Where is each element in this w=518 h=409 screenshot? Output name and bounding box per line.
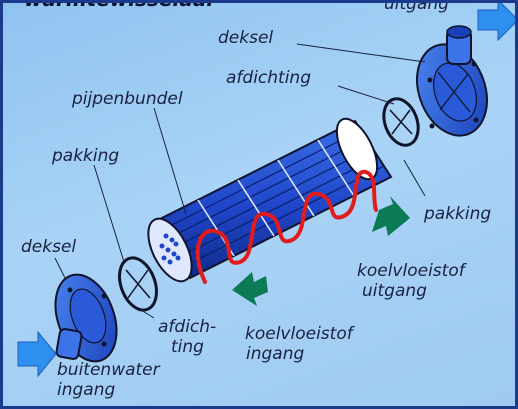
label-koelvloeistof-uitgang-line2: uitgang: [362, 282, 427, 301]
title-fragment: warmtewisselaar: [24, 0, 217, 11]
bottom-cover: [44, 266, 127, 370]
label-buitenwater-line1: buitenwater: [57, 361, 160, 380]
bottom-gasket: [113, 253, 163, 315]
label-koelvloeistof-ingang-line2: ingang: [246, 345, 304, 364]
label-pakking-left: pakking: [52, 147, 119, 166]
label-pakking-right: pakking: [424, 205, 491, 224]
label-afdichting-top: afdichting: [226, 69, 311, 88]
label-afdichting-bottom-line2: ting: [171, 338, 204, 357]
coolant-inlet-arrow: [232, 272, 268, 306]
label-koelvloeistof-uitgang-line1: koelvloeistof: [357, 262, 465, 281]
label-deksel-left: deksel: [21, 238, 76, 257]
label-uitgang-top: uitgang: [384, 0, 449, 14]
label-deksel-top: deksel: [218, 29, 273, 48]
blue-exit-arrow: [478, 0, 518, 40]
label-koelvloeistof-ingang-line1: koelvloeistof: [245, 325, 353, 344]
label-pijpenbundel: pijpenbundel: [72, 90, 183, 109]
label-afdichting-bottom-line1: afdich-: [158, 318, 216, 337]
coolant-outlet-arrow: [372, 196, 410, 236]
top-gasket: [378, 94, 424, 150]
blue-inlet-arrow: [18, 332, 56, 376]
label-buitenwater-line2: ingang: [57, 381, 115, 400]
